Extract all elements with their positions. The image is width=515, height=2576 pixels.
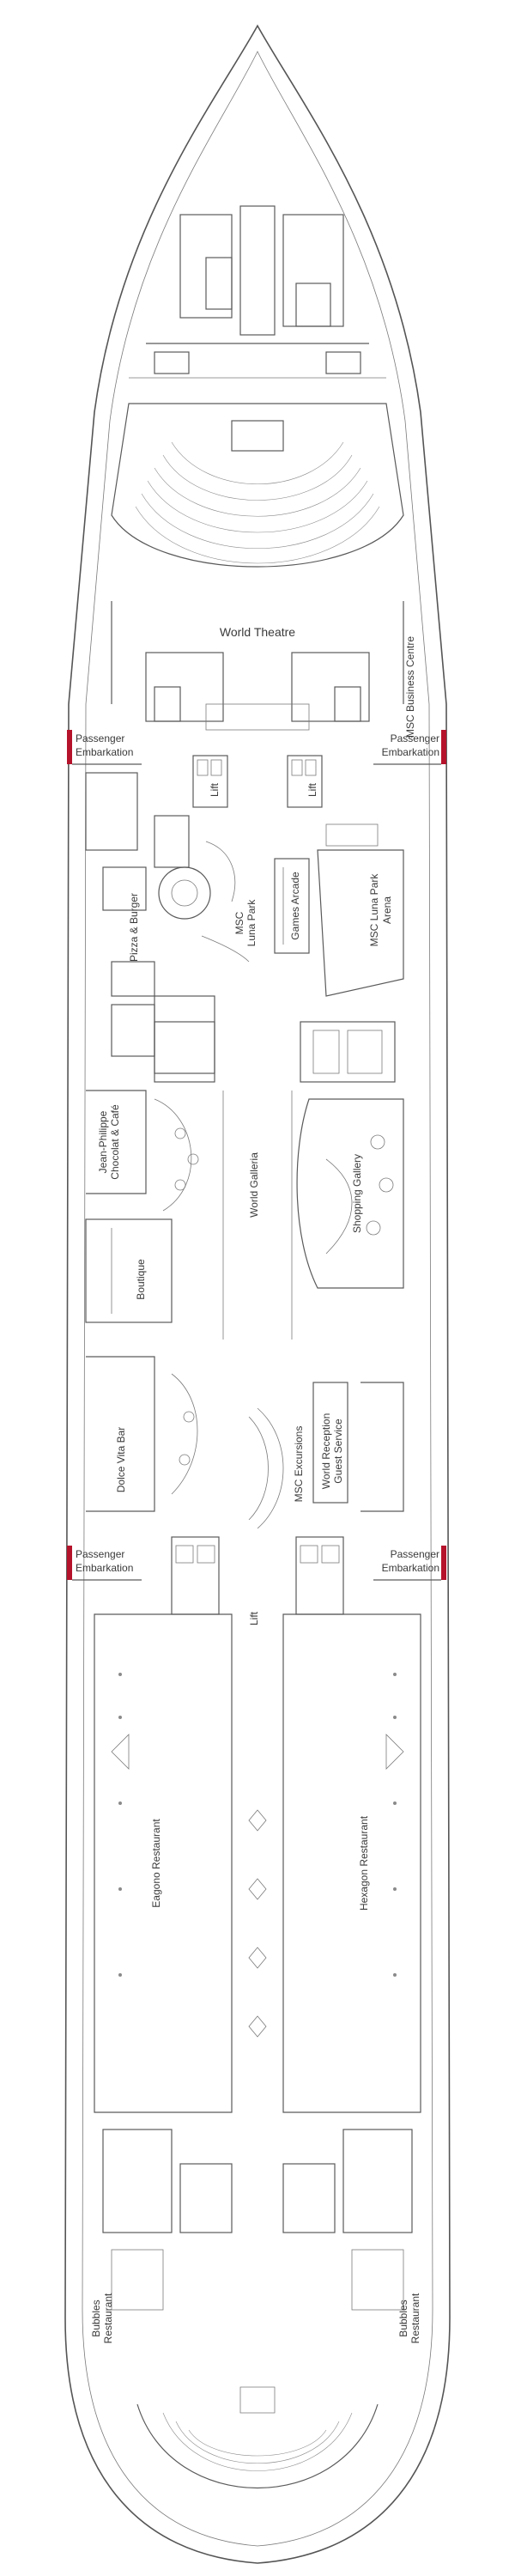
- svg-text:Passenger: Passenger: [391, 1548, 439, 1560]
- lift-lobby-forward: [192, 755, 323, 808]
- label-games-arcade: Games Arcade: [289, 872, 301, 940]
- label-msc-luna-park-2: Luna Park: [245, 899, 258, 947]
- theatre-lobby: [111, 601, 404, 731]
- games-arcade: [274, 858, 310, 954]
- msc-luna-park-arena: [317, 823, 404, 997]
- label-world-theatre: World Theatre: [220, 625, 295, 639]
- label-bubbles-left-2: Restaurant: [102, 2293, 114, 2343]
- label-world-galleria: World Galleria: [248, 1152, 260, 1218]
- passenger-embarkation-top-right: Passenger Embarkation: [373, 730, 446, 765]
- shopping-gallery: [296, 1098, 404, 1289]
- label-pizza-burger: Pizza & Burger: [128, 893, 140, 962]
- label-jean-philippe-2: Chocolat & Café: [109, 1104, 121, 1180]
- label-jean-philippe-1: Jean-Philippe: [97, 1110, 109, 1173]
- label-msc-luna-park-arena-2: Arena: [381, 896, 393, 924]
- label-lift-forward-right: Lift: [306, 782, 318, 797]
- label-msc-luna-park-arena-1: MSC Luna Park: [368, 873, 380, 947]
- label-hexagon-restaurant: Hexagon Restaurant: [358, 1815, 370, 1911]
- svg-text:Embarkation: Embarkation: [76, 746, 133, 758]
- restaurant-centre-columns: [248, 1809, 267, 2038]
- bow-service-area: [129, 205, 386, 379]
- msc-luna-park: [158, 841, 250, 963]
- svg-text:Embarkation: Embarkation: [382, 1562, 439, 1574]
- passenger-embarkation-mid-right: Passenger Embarkation: [373, 1546, 446, 1581]
- inner-hull-line: [82, 51, 433, 2547]
- aft-rooms: [102, 2129, 413, 2311]
- label-msc-business-centre: MSC Business Centre: [404, 636, 416, 738]
- svg-text:Passenger: Passenger: [76, 1548, 124, 1560]
- label-eagono-restaurant: Eagono Restaurant: [150, 1819, 162, 1908]
- label-lift-forward-left: Lift: [209, 782, 221, 797]
- world-reception: [312, 1382, 404, 1512]
- restaurant-tables: [118, 1673, 397, 1977]
- boutique: [85, 1218, 173, 1323]
- svg-text:Embarkation: Embarkation: [76, 1562, 133, 1574]
- svg-text:Passenger: Passenger: [76, 732, 124, 744]
- label-lift-aft: Lift: [248, 1611, 260, 1625]
- jean-philippe-cafe: [86, 1090, 199, 1212]
- label-boutique: Boutique: [135, 1259, 147, 1300]
- label-bubbles-right-2: Restaurant: [409, 2293, 421, 2343]
- label-msc-excursions: MSC Excursions: [293, 1426, 305, 1503]
- ship-hull: [64, 24, 451, 2564]
- msc-excursions: [248, 1407, 284, 1529]
- svg-text:Embarkation: Embarkation: [382, 746, 439, 758]
- eagono-restaurant: [94, 1613, 233, 2113]
- label-bubbles-left-1: Bubbles: [90, 2300, 102, 2336]
- dolce-vita-bar: [86, 1356, 198, 1512]
- hexagon-restaurant: [282, 1613, 421, 2113]
- passenger-embarkation-top-left: Passenger Embarkation: [67, 730, 142, 765]
- midship-rooms: [154, 1021, 396, 1083]
- label-shopping-gallery: Shopping Gallery: [351, 1154, 363, 1233]
- label-bubbles-right-1: Bubbles: [397, 2300, 409, 2336]
- label-dolce-vita-bar: Dolce Vita Bar: [115, 1427, 127, 1492]
- passenger-embarkation-mid-left: Passenger Embarkation: [67, 1546, 142, 1581]
- world-galleria: [222, 1091, 293, 1340]
- svg-text:Passenger: Passenger: [391, 732, 439, 744]
- label-world-reception-1: World Reception: [320, 1413, 332, 1490]
- label-world-reception-2: Guest Service: [332, 1419, 344, 1484]
- label-msc-luna-park-1: MSC: [233, 911, 245, 934]
